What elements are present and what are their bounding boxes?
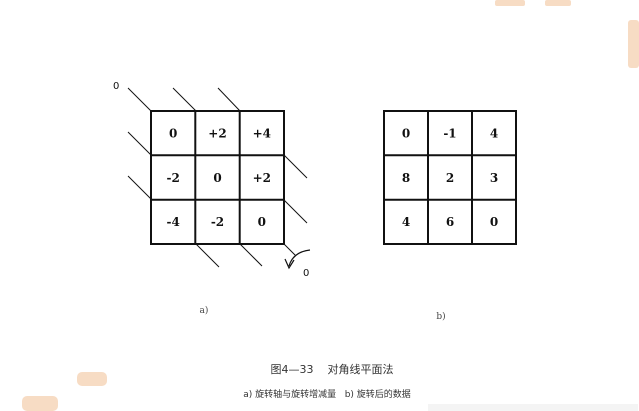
left-matrix-diagonals — [127, 87, 308, 268]
origin-top-label: 0 — [113, 81, 119, 92]
left-matrix-grid — [150, 110, 285, 245]
diagonal-bottom-3 — [283, 243, 297, 257]
left-cell-0-1: +2 — [208, 127, 226, 141]
origin-bottom-label: 0 — [303, 268, 309, 279]
diagonal-right-1 — [283, 154, 308, 179]
diagonal-top-3 — [217, 87, 241, 112]
right-cell-1-2: 3 — [490, 171, 498, 185]
diagonal-bottom-2 — [239, 243, 263, 267]
rotation-arrow-icon — [284, 249, 311, 270]
caption-subtitle: a) 旋转轴与旋转增减量 b) 旋转后的数据 — [243, 388, 411, 400]
right-cell-1-1: 2 — [446, 171, 454, 185]
right-cell-1-0: 8 — [402, 171, 410, 185]
right-cell-0-1: -1 — [443, 127, 456, 141]
caption-title: 图4—33 对角线平面法 — [271, 362, 394, 376]
right-cell-2-2: 0 — [490, 215, 498, 229]
watermark-decoration — [22, 0, 639, 411]
diagonal-right-2 — [283, 199, 308, 224]
left-cell-1-1: 0 — [213, 171, 221, 185]
right-matrix-label: b) — [436, 311, 445, 322]
left-cell-0-2: +4 — [253, 127, 271, 141]
left-cell-0-0: 0 — [169, 127, 177, 141]
left-matrix: 0 0 0 +2 +4 -2 0 +2 -4 -2 0 a) — [113, 81, 311, 316]
left-cell-1-0: -2 — [167, 171, 180, 185]
right-cell-0-0: 0 — [402, 127, 410, 141]
diagonal-top-2 — [172, 87, 197, 112]
left-cell-2-1: -2 — [211, 215, 224, 229]
diagonal-left-1 — [127, 131, 152, 156]
right-matrix-grid — [383, 110, 517, 245]
left-matrix-label: a) — [200, 305, 209, 316]
diagonal-bottom-1 — [195, 243, 220, 268]
diagonal-top-1 — [127, 87, 152, 112]
diagonal-left-2 — [127, 175, 152, 200]
right-cell-2-1: 6 — [446, 215, 454, 229]
right-cell-0-2: 4 — [490, 127, 498, 141]
right-cell-2-0: 4 — [402, 215, 410, 229]
left-cell-2-0: -4 — [167, 215, 180, 229]
left-cell-2-2: 0 — [258, 215, 266, 229]
left-cell-1-2: +2 — [253, 171, 271, 185]
right-matrix: 0 -1 4 8 2 3 4 6 0 b) — [383, 110, 517, 322]
figure-caption: 图4—33 对角线平面法 a) 旋转轴与旋转增减量 b) 旋转后的数据 — [243, 362, 411, 400]
